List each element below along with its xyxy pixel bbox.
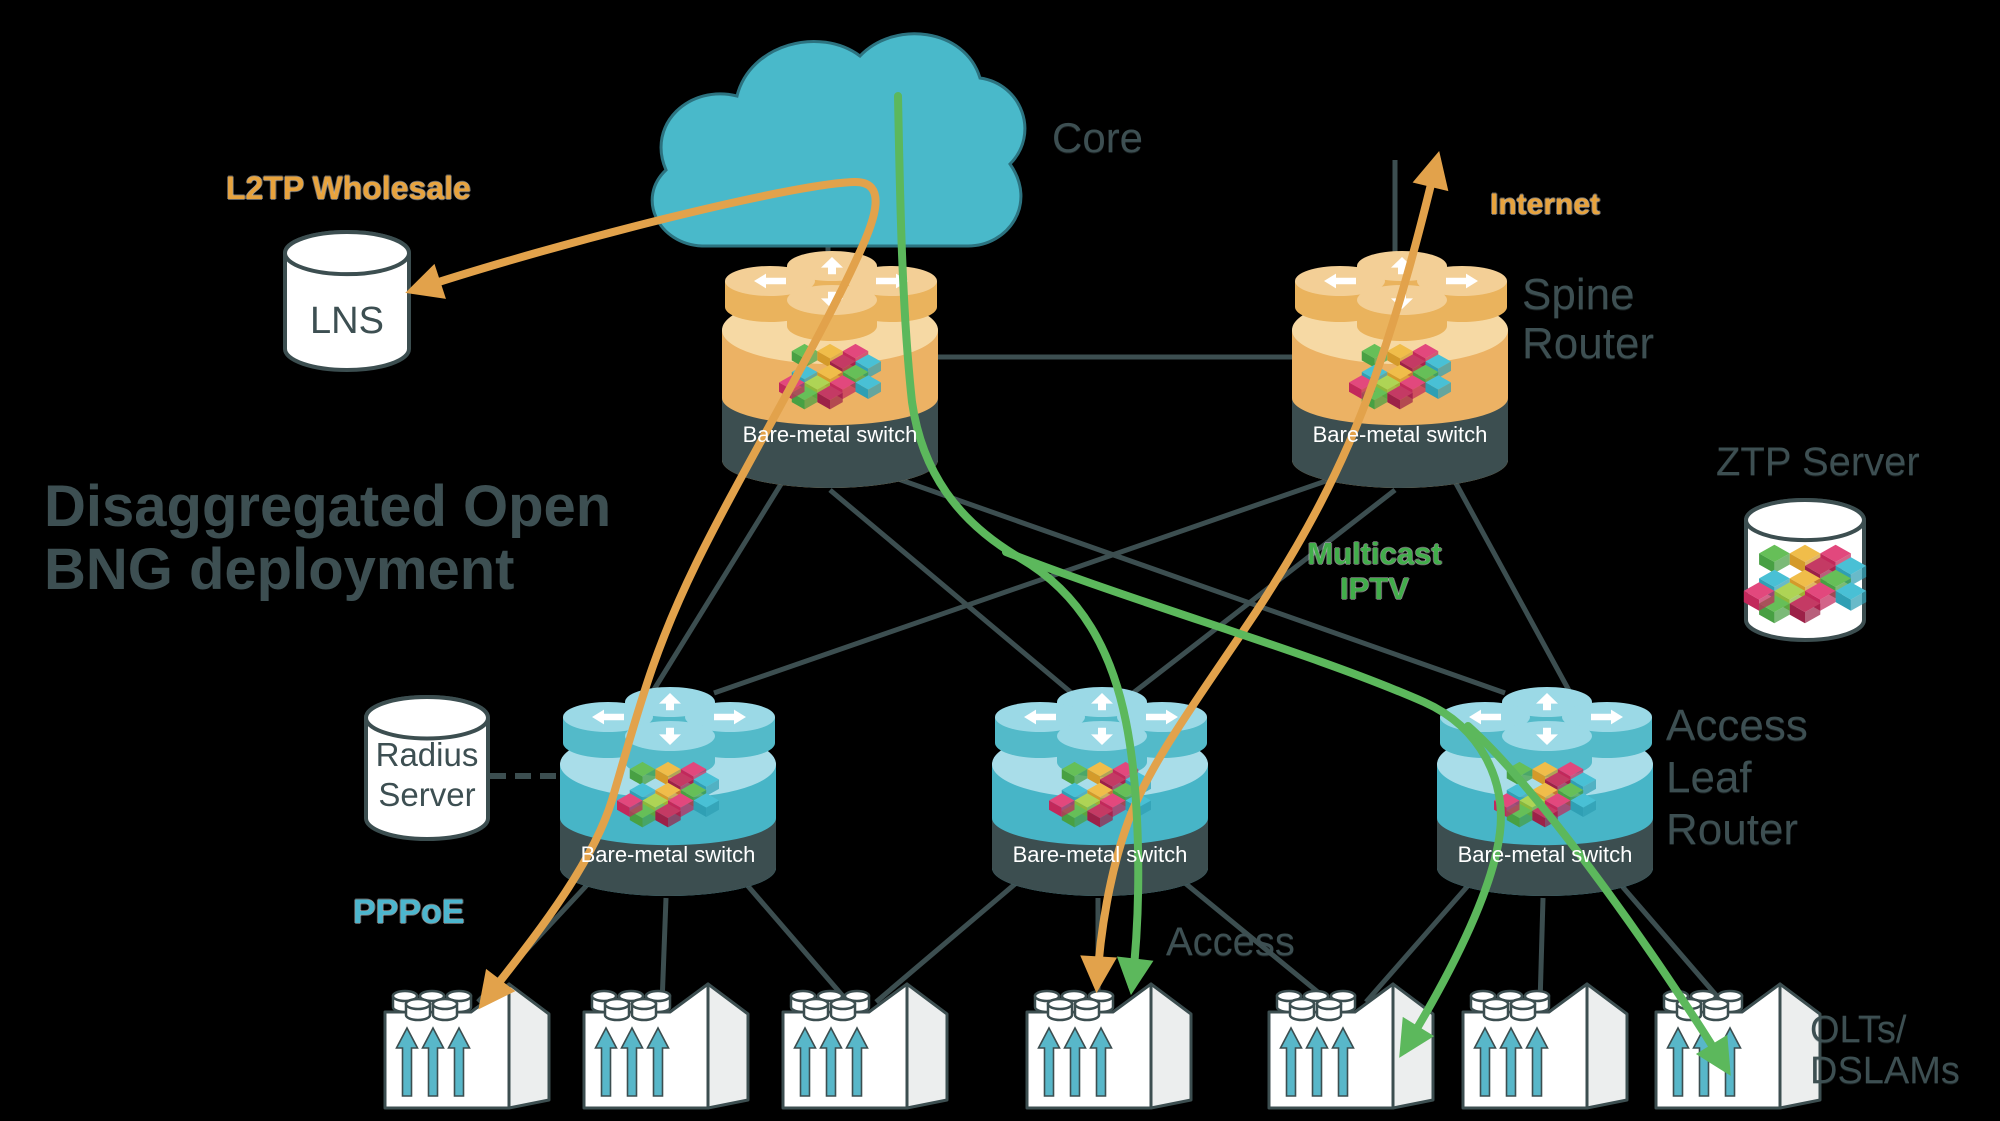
spine-router-label: Spine Router bbox=[1522, 270, 1655, 369]
core-label: Core bbox=[1052, 114, 1144, 161]
page-title-line2: BNG deployment bbox=[44, 536, 515, 602]
up-arrow-icon bbox=[620, 1026, 644, 1097]
up-arrow-icon bbox=[594, 1026, 618, 1097]
ztp-server-icon bbox=[1743, 498, 1867, 642]
leaf3-bare-metal-switch-caption: Bare-metal switch bbox=[1457, 842, 1633, 867]
topology-link-16 bbox=[1537, 897, 1546, 1005]
up-arrow-icon bbox=[1305, 1026, 1329, 1097]
page-title-line1: Disaggregated Open bbox=[44, 474, 612, 539]
up-arrow-icon bbox=[1536, 692, 1558, 711]
internet-flow bbox=[1080, 151, 1449, 994]
l2tp-wholesale-flow bbox=[405, 177, 880, 1010]
lns-label: LNS bbox=[310, 300, 384, 342]
left-arrow-icon bbox=[1024, 709, 1056, 725]
olt-dslam-house-5 bbox=[1267, 982, 1435, 1110]
right-arrow-icon bbox=[714, 709, 746, 725]
down-arrow-icon bbox=[1536, 727, 1558, 746]
page-title: Disaggregated Open BNG deployment bbox=[44, 474, 612, 602]
olts-dslams-label: OLTs/ DSLAMs bbox=[1810, 1009, 1960, 1093]
spine1-bare-metal-switch-caption: Bare-metal switch bbox=[742, 422, 918, 447]
up-arrow-icon bbox=[1499, 1026, 1523, 1097]
up-arrow-icon bbox=[819, 1026, 843, 1097]
topology-link-4 bbox=[828, 488, 1082, 702]
multicast-iptv-flow-to-house7 bbox=[1464, 722, 1731, 1076]
access-label: Access bbox=[1166, 920, 1295, 964]
up-arrow-icon bbox=[845, 1026, 869, 1097]
radius-server-label: Radius Server bbox=[375, 736, 479, 813]
topology-link-8 bbox=[1449, 474, 1575, 698]
up-arrow-icon bbox=[1666, 1026, 1690, 1097]
up-arrow-icon bbox=[821, 256, 843, 275]
access-leaf-router-1 bbox=[560, 687, 776, 896]
ztp-cubes-logo-icon bbox=[1743, 544, 1867, 624]
up-arrow-icon bbox=[646, 1026, 670, 1097]
left-arrow-icon bbox=[1469, 709, 1501, 725]
spine2-bare-metal-switch-caption: Bare-metal switch bbox=[1312, 422, 1488, 447]
up-arrow-icon bbox=[1473, 1026, 1497, 1097]
router-cubes-logo-icon bbox=[617, 761, 719, 828]
up-arrow-icon bbox=[1063, 1026, 1087, 1097]
pppoe-label: PPPoE bbox=[353, 893, 465, 931]
multicast-iptv-flow-to-house5 bbox=[1002, 548, 1505, 1058]
up-arrow-icon bbox=[395, 1026, 419, 1097]
up-arrow-icon bbox=[1331, 1026, 1355, 1097]
right-arrow-icon bbox=[1446, 273, 1478, 289]
leaf1-bare-metal-switch-caption: Bare-metal switch bbox=[580, 842, 756, 867]
up-arrow-icon bbox=[1525, 1026, 1549, 1097]
left-arrow-icon bbox=[754, 273, 786, 289]
internet-label: Internet bbox=[1490, 188, 1601, 221]
up-arrow-icon bbox=[1279, 1026, 1303, 1097]
olt-dslam-house-3 bbox=[781, 982, 949, 1110]
olt-dslam-house-1 bbox=[383, 982, 551, 1110]
l2tp-wholesale-label: L2TP Wholesale bbox=[226, 170, 471, 206]
up-arrow-icon bbox=[447, 1026, 471, 1097]
access-leaf-router-label: Access Leaf Router bbox=[1666, 701, 1808, 854]
olt-dslam-house-6 bbox=[1461, 982, 1629, 1110]
left-arrow-icon bbox=[592, 709, 624, 725]
ztp-server-label: ZTP Server bbox=[1716, 440, 1920, 484]
olt-dslam-house-4 bbox=[1025, 982, 1193, 1110]
down-arrow-icon bbox=[821, 291, 843, 310]
up-arrow-icon bbox=[421, 1026, 445, 1097]
down-arrow-icon bbox=[659, 727, 681, 746]
olt-dslam-house-2 bbox=[582, 982, 750, 1110]
right-arrow-icon bbox=[1591, 709, 1623, 725]
spine-router-1 bbox=[722, 251, 938, 488]
topology-link-3 bbox=[647, 474, 789, 698]
core-cloud-icon bbox=[650, 32, 1027, 248]
leaf2-bare-metal-switch-caption: Bare-metal switch bbox=[1012, 842, 1188, 867]
up-arrow-icon bbox=[793, 1026, 817, 1097]
up-arrow-icon bbox=[1089, 1026, 1113, 1097]
multicast-iptv-label: Multicast IPTV bbox=[1307, 536, 1442, 606]
topology-link-10 bbox=[659, 897, 669, 1005]
up-arrow-icon bbox=[1037, 1026, 1061, 1097]
lns-server-icon bbox=[283, 230, 411, 372]
up-arrow-icon bbox=[659, 692, 681, 711]
